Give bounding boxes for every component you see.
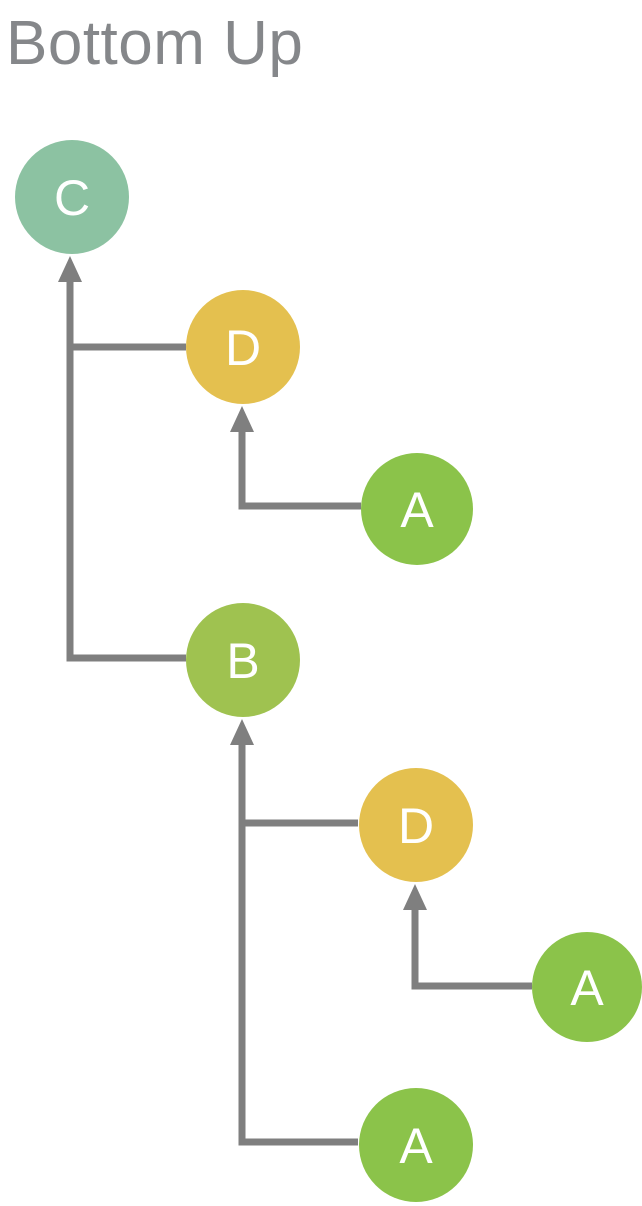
node-c: C <box>15 140 129 254</box>
node-circle-c <box>15 140 129 254</box>
arrowhead-a1-to-d1 <box>230 406 254 432</box>
node-label-c: C <box>54 170 90 226</box>
node-circle-d1 <box>186 290 300 404</box>
node-label-a1: A <box>400 482 434 538</box>
node-d1: D <box>186 290 300 404</box>
node-circle-b <box>186 603 300 717</box>
edge-a2-to-d2 <box>411 908 532 990</box>
node-label-d1: D <box>225 320 261 376</box>
node-circle-d2 <box>359 768 473 882</box>
node-b: B <box>186 603 300 717</box>
arrowhead-trunk-a3-d2-to-b <box>230 719 254 745</box>
node-circle-a1 <box>361 453 473 565</box>
node-a3: A <box>359 1088 473 1202</box>
node-label-b: B <box>226 633 259 689</box>
node-d2: D <box>359 768 473 882</box>
node-circle-a3 <box>359 1088 473 1202</box>
node-a2: A <box>532 932 642 1042</box>
edge-a1-to-d1 <box>238 430 361 510</box>
node-label-a3: A <box>399 1118 433 1174</box>
node-circle-a2 <box>532 932 642 1042</box>
page-title: Bottom Up <box>6 9 304 78</box>
arrowhead-a2-to-d2 <box>403 884 427 910</box>
edge-trunk-a3-d2-to-b <box>238 743 358 1146</box>
arrowhead-trunk-b-d1-to-c <box>58 256 82 282</box>
node-label-d2: D <box>398 798 434 854</box>
node-a1: A <box>361 453 473 565</box>
edge-trunk-b-d1-to-c <box>66 280 186 662</box>
node-label-a2: A <box>570 960 604 1016</box>
